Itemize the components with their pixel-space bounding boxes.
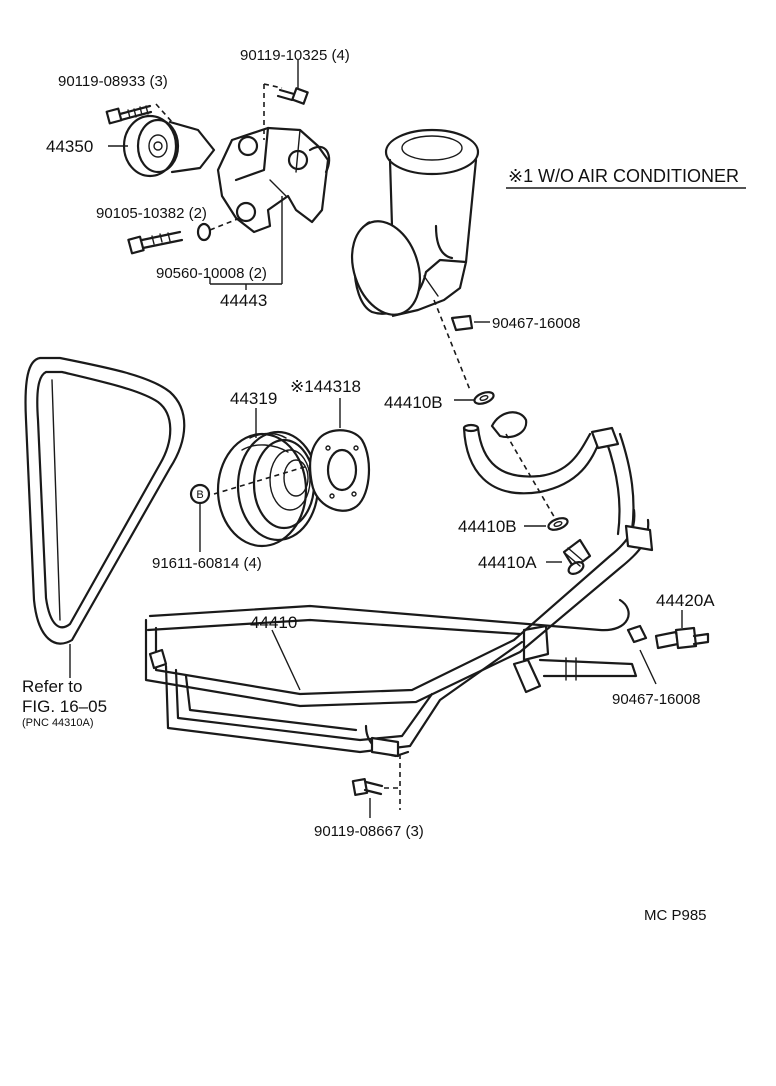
gasket-upper bbox=[454, 391, 495, 405]
label-union-bolt: 44410A bbox=[478, 553, 537, 572]
label-pressure-tube: 44410 bbox=[250, 613, 297, 632]
label-bolt-90119-08933: 90119-08933 (3) bbox=[58, 73, 168, 90]
bolt-90119-08933 bbox=[105, 103, 173, 125]
label-clamp-lower: 90467-16008 bbox=[612, 691, 700, 708]
label-nut: 91611-60814 (4) bbox=[152, 555, 262, 572]
label-bolt-90119-10325: 90119-10325 (4) bbox=[240, 47, 350, 64]
clamp-upper bbox=[450, 314, 490, 332]
note-air-conditioner: ※1 W/O AIR CONDITIONER bbox=[506, 166, 746, 189]
refer-line-2: FIG. 16–05 bbox=[22, 697, 107, 716]
hose-fitting bbox=[654, 610, 710, 650]
label-hose-fitting: 44420A bbox=[656, 591, 715, 610]
illustration-code: MC P985 bbox=[644, 907, 707, 924]
idler-pulley bbox=[108, 114, 216, 178]
bolt-90119-10325 bbox=[263, 60, 309, 140]
label-gasket-lower: 44410B bbox=[458, 517, 517, 536]
bolt-90105-10382 bbox=[127, 230, 184, 255]
reservoir bbox=[351, 128, 480, 391]
label-bolt-90119-08667: 90119-08667 (3) bbox=[314, 823, 424, 840]
gasket-lower bbox=[524, 517, 569, 531]
refer-line-3: (PNC 44310A) bbox=[22, 717, 94, 729]
label-pulley-flange: ※144318 bbox=[290, 377, 361, 396]
refer-line-1: Refer to bbox=[22, 677, 82, 696]
return-hose bbox=[462, 411, 602, 521]
nut-marker-b: B bbox=[189, 483, 211, 552]
label-bolt-90105-10382: 90105-10382 (2) bbox=[96, 205, 207, 222]
label-bracket: 44443 bbox=[220, 291, 267, 310]
bolt-90119-08667 bbox=[351, 754, 401, 818]
label-idler-pulley: 44350 bbox=[46, 137, 93, 156]
pressure-tube bbox=[144, 426, 654, 758]
marker-b-label: B bbox=[196, 489, 203, 501]
note-text: W/O AIR CONDITIONER bbox=[538, 166, 739, 186]
bracket bbox=[216, 126, 331, 234]
union-bolt bbox=[546, 538, 592, 575]
label-clamp-upper: 90467-16008 bbox=[492, 315, 580, 332]
pulley-flange bbox=[308, 398, 371, 512]
label-pulley: 44319 bbox=[230, 389, 277, 408]
label-gasket-upper: 44410B bbox=[384, 393, 443, 412]
label-spacer-90560-10008: 90560-10008 (2) bbox=[156, 265, 267, 282]
note-symbol: ※1 bbox=[508, 166, 533, 186]
drive-belt bbox=[24, 356, 186, 678]
refer-note: Refer to FIG. 16–05 (PNC 44310A) bbox=[22, 677, 107, 729]
spacer-90560-10008 bbox=[196, 217, 241, 242]
clamp-lower bbox=[626, 624, 657, 685]
